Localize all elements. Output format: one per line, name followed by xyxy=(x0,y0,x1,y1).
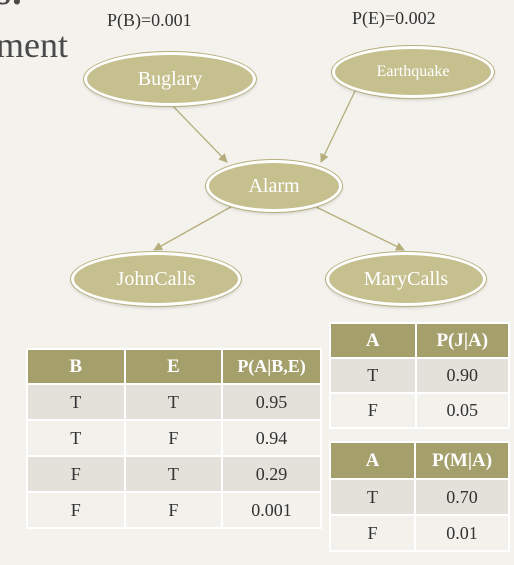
prior-earthquake: P(E)=0.002 xyxy=(352,8,436,28)
prior-burglary: P(B)=0.001 xyxy=(107,10,192,30)
cell: F xyxy=(26,455,126,493)
table-row: F 0.05 xyxy=(329,392,511,429)
cell: F xyxy=(329,392,417,429)
table-row: F F 0.001 xyxy=(26,491,322,529)
slide-text-fragment-1: s: xyxy=(0,0,23,14)
table-row: F 0.01 xyxy=(328,514,510,552)
cpt-john-table: A P(J|A) T 0.90 F 0.05 xyxy=(329,322,511,429)
edge-burglary-alarm xyxy=(167,100,228,163)
cell: 0.05 xyxy=(414,392,511,429)
cell: T xyxy=(328,478,417,516)
node-earthquake: Earthquake xyxy=(332,46,494,98)
cell: T xyxy=(123,455,224,493)
cell: F xyxy=(123,491,224,529)
table-row: T 0.90 xyxy=(329,357,511,394)
cell: T xyxy=(329,357,417,394)
cell: F xyxy=(123,419,224,457)
table-row: T 0.70 xyxy=(328,478,510,516)
table-row: T T 0.95 xyxy=(26,383,322,421)
cell: 0.94 xyxy=(221,419,322,457)
cpt-john-header-a: A xyxy=(329,322,417,359)
cell: 0.29 xyxy=(221,455,322,493)
cpt-alarm-header-e: E xyxy=(123,348,224,385)
edge-alarm-johncalls xyxy=(153,203,237,251)
table-row: T F 0.94 xyxy=(26,419,322,457)
node-johncalls: JohnCalls xyxy=(71,252,241,306)
cell: T xyxy=(26,383,126,421)
cpt-alarm-table: B E P(A|B,E) T T 0.95 T F 0.94 F T 0.29 … xyxy=(26,348,322,529)
edge-alarm-marycalls xyxy=(309,203,405,251)
cell: F xyxy=(26,491,126,529)
cpt-alarm-header-p: P(A|B,E) xyxy=(221,348,322,385)
table-row: F T 0.29 xyxy=(26,455,322,493)
cell: 0.95 xyxy=(221,383,322,421)
cell: T xyxy=(123,383,224,421)
node-alarm: Alarm xyxy=(206,160,342,212)
cell: F xyxy=(328,514,417,552)
cpt-mary-header-p: P(M|A) xyxy=(414,441,510,480)
cell: 0.01 xyxy=(414,514,510,552)
edge-earthquake-alarm xyxy=(320,90,356,163)
cpt-mary-table: A P(M|A) T 0.70 F 0.01 xyxy=(328,441,510,552)
node-burglary: Buglary xyxy=(84,52,256,106)
cell: T xyxy=(26,419,126,457)
cpt-mary-header-a: A xyxy=(328,441,417,480)
node-marycalls: MaryCalls xyxy=(326,252,486,306)
cell: 0.90 xyxy=(414,357,511,394)
cell: 0.70 xyxy=(414,478,510,516)
cell: 0.001 xyxy=(221,491,322,529)
cpt-john-header-p: P(J|A) xyxy=(414,322,511,359)
cpt-alarm-header-b: B xyxy=(26,348,126,385)
slide-text-fragment-2: ment xyxy=(0,25,68,65)
